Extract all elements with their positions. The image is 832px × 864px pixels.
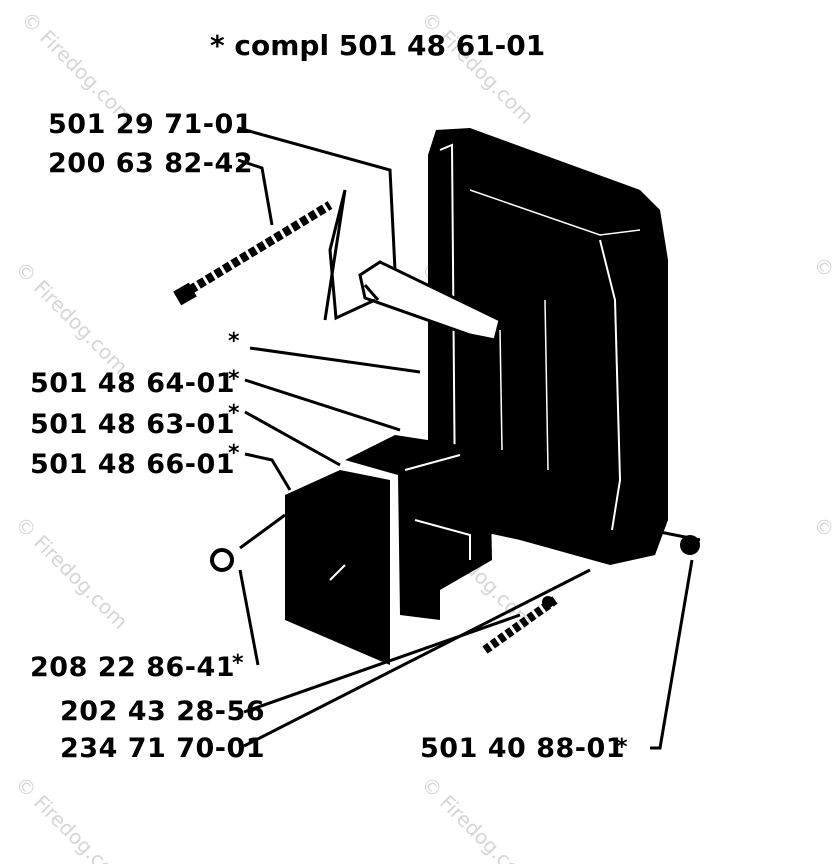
part-number-label: 200 63 82-42	[48, 148, 253, 179]
part-number-label: 501 40 88-01	[420, 733, 625, 764]
asterisk-marker: *	[228, 441, 240, 466]
watermark-text: © Firedog.com	[10, 772, 132, 864]
part-number-label: 202 43 28-56	[60, 696, 265, 727]
bracket	[358, 260, 502, 342]
watermark-text: © Firedog.com	[808, 512, 832, 634]
asterisk-marker: *	[232, 651, 244, 676]
part-number-label: 234 71 70-01	[60, 733, 265, 764]
screw-long	[173, 201, 333, 306]
asterisk-marker: *	[228, 367, 240, 392]
screw-short	[482, 596, 558, 654]
part-number-label: 501 48 64-01	[30, 368, 235, 399]
assembly-title: * compl 501 48 61-01	[210, 29, 545, 62]
air-filter-housing	[428, 128, 668, 565]
part-number-label: 208 22 86-41	[30, 652, 235, 683]
watermark-text: © Firedog.com	[10, 512, 132, 634]
part-number-label: 501 48 66-01	[30, 449, 235, 480]
asterisk-marker: *	[616, 735, 628, 760]
watermark-text: © Firedog.com	[10, 257, 132, 379]
part-number-label: 501 48 63-01	[30, 409, 235, 440]
part-number-label: 501 29 71-01	[48, 109, 253, 140]
watermark-text: © Firedog.com	[416, 7, 538, 129]
watermark-text: © Firedog.com	[416, 772, 538, 864]
watermark-text: © Firedog.com	[808, 252, 832, 374]
asterisk-marker: *	[228, 329, 240, 354]
asterisk-marker: *	[228, 401, 240, 426]
leader-lines	[237, 126, 701, 750]
filter-block	[285, 435, 492, 665]
washer	[210, 548, 234, 572]
